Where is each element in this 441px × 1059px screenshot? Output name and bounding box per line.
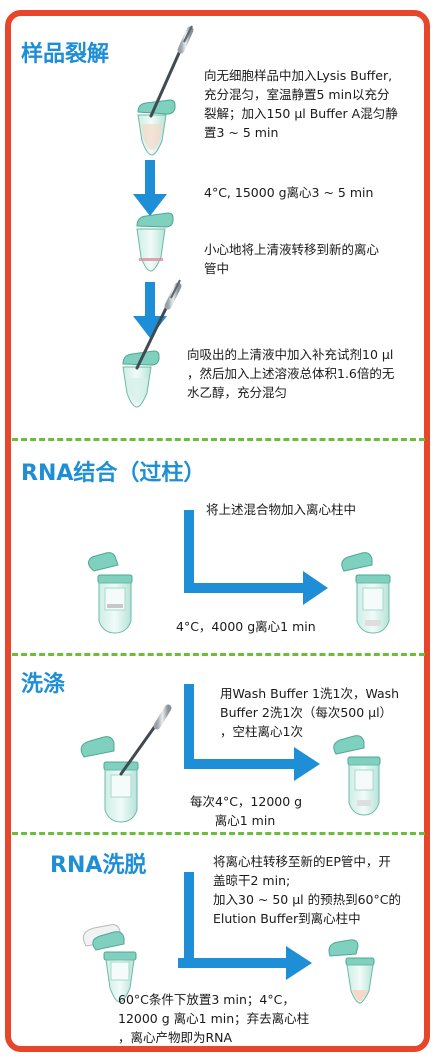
arrow-down-icon [184, 510, 194, 570]
step-line: 4°C, 15000 g离心3 ~ 5 min [204, 185, 374, 200]
arrow-down-icon [184, 872, 194, 962]
step-text: 将离心柱转移至新的EP管中，开 盖晾干2 min; 加入30 ~ 50 μl 的… [213, 852, 401, 928]
step-line: Buffer 2洗1次（每次500 μl） [220, 705, 393, 720]
step-line: 4°C，4000 g离心1 min [176, 619, 316, 634]
step-line: 向吸出的上清液中加入补充试剂10 μl [187, 347, 394, 362]
microcentrifuge-tube-icon [328, 939, 375, 1004]
section-title-elution: RNA洗脱 [50, 853, 147, 878]
step-line: ，离心产物即为RNA [118, 1030, 233, 1045]
arrow-down-icon [184, 684, 194, 764]
section-title-washing: 洗涤 [21, 672, 66, 697]
step-line: 小心地将上清液转移到新的离心 [204, 242, 380, 257]
step-line: 加入30 ~ 50 μl 的预热到60°C的 [213, 892, 401, 907]
arrow-down-icon [133, 160, 167, 216]
step-text: 向吸出的上清液中加入补充试剂10 μl ，然后加入上述溶液总体积1.6倍的无 水… [187, 345, 394, 402]
step-line: 离心1 min [214, 813, 276, 828]
step-text: 将上述混合物加入离心柱中 [206, 500, 356, 519]
section-divider [12, 832, 425, 835]
section-divider [12, 438, 425, 441]
step-line: 60°C条件下放置3 min；4°C， [118, 992, 295, 1007]
step-line: 置3 ~ 5 min [204, 125, 279, 140]
arrow-down-icon [133, 282, 167, 338]
step-line: 裂解；加入150 μl Buffer A混匀静 [204, 106, 398, 121]
step-text: 用Wash Buffer 1洗1次，Wash Buffer 2洗1次（每次500… [220, 684, 399, 741]
arrow-right-icon [184, 560, 328, 605]
step-line: ，然后加入上述溶液总体积1.6倍的无 [187, 366, 395, 381]
spin-column-icon [80, 704, 172, 823]
step-line: 向无细胞样品中加入Lysis Buffer, [204, 68, 393, 83]
step-text: 4°C, 15000 g离心3 ~ 5 min [204, 183, 373, 202]
spin-column-icon [82, 924, 137, 1003]
step-text: 向无细胞样品中加入Lysis Buffer, 充分混匀，室温静置5 min以充分… [204, 66, 398, 142]
step-line: 每次4°C，12000 g [190, 794, 303, 809]
step-line: 水乙醇，充分混匀 [187, 385, 288, 400]
arrow-right-icon [178, 946, 312, 980]
step-line: 盖晾干2 min; [213, 873, 291, 888]
step-line: 将离心柱转移至新的EP管中，开 [213, 854, 391, 869]
protocol-frame [5, 10, 430, 1052]
step-line: 将上述混合物加入离心柱中 [206, 502, 357, 517]
step-line: ，空柱离心1次 [220, 724, 303, 739]
step-text: 60°C条件下放置3 min；4°C， 12000 g 离心1 min；弃去离心… [118, 990, 309, 1047]
step-line: Elution Buffer到离心柱中 [213, 911, 361, 926]
section-title-lysis: 样品裂解 [21, 42, 110, 67]
step-line: 充分混匀，室温静置5 min以充分 [204, 87, 390, 102]
step-text: 每次4°C，12000 g 离心1 min [190, 792, 303, 830]
microcentrifuge-tube-icon [136, 212, 174, 272]
arrow-right-icon [184, 747, 320, 781]
section-title-binding: RNA结合（过柱） [21, 461, 206, 486]
step-line: 用Wash Buffer 1洗1次，Wash [220, 686, 400, 701]
step-text: 4°C，4000 g离心1 min [176, 617, 316, 636]
step-line: 12000 g 离心1 min；弃去离心柱 [118, 1011, 310, 1026]
spin-column-icon [88, 552, 133, 634]
step-line: 管中 [204, 261, 230, 276]
step-text: 小心地将上清液转移到新的离心 管中 [204, 240, 379, 278]
pipette-tube-icon [137, 25, 194, 156]
spin-column-icon [333, 735, 381, 816]
section-divider [12, 653, 425, 656]
spin-column-icon [341, 552, 391, 634]
pipette-tube-icon [122, 279, 182, 408]
